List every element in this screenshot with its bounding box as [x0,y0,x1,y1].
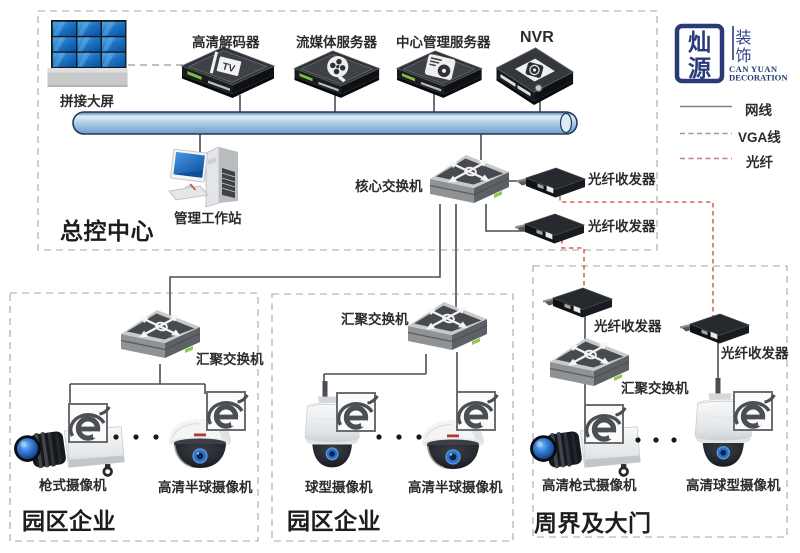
svg-text:装: 装 [735,29,751,47]
svg-text:饰: 饰 [735,47,751,65]
svg-text:灿: 灿 [688,29,711,55]
svg-text:CAN YUAN: CAN YUAN [729,64,778,74]
svg-text:TV: TV [221,61,236,75]
svg-text:源: 源 [688,55,711,81]
svg-text:DECORATION: DECORATION [729,73,788,83]
